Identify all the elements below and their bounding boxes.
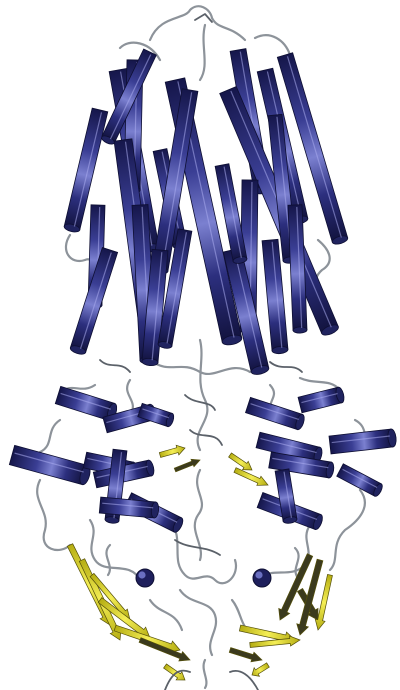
helix-end-0	[136, 569, 154, 587]
loop-front-0	[185, 395, 215, 410]
loop-15	[180, 590, 216, 655]
loop-0	[150, 6, 245, 40]
loop-7	[198, 340, 208, 450]
loop-front-1	[190, 430, 222, 445]
beta-strand-5	[138, 635, 192, 664]
helix-cylinder-32	[246, 397, 306, 430]
helix-cylinder-36	[329, 429, 397, 454]
loop-front-7	[270, 362, 302, 372]
helix-cylinder-37	[337, 464, 384, 498]
loop-10	[37, 480, 70, 550]
helix-cylinder-35	[298, 386, 345, 412]
beta-strand-18	[229, 645, 264, 665]
loop-23	[106, 545, 110, 575]
beta-strand-8	[174, 456, 202, 473]
loop-25	[204, 660, 207, 688]
loop-front-6	[100, 360, 130, 372]
beta-strand-17	[249, 661, 270, 679]
beta-strand-7	[159, 443, 187, 460]
helix-cylinder-31	[138, 403, 175, 427]
loop-3	[255, 35, 290, 55]
helix-cylinder-25	[9, 445, 92, 485]
loop-front-5	[195, 14, 212, 22]
helix-end-1	[253, 569, 271, 587]
loop-2	[200, 25, 205, 80]
helix-cylinder-20	[288, 205, 307, 334]
loop-16	[150, 600, 182, 630]
loop-12	[90, 520, 140, 580]
loop-18	[40, 420, 60, 452]
alpha-helices	[9, 49, 397, 587]
loop-11	[330, 490, 365, 570]
